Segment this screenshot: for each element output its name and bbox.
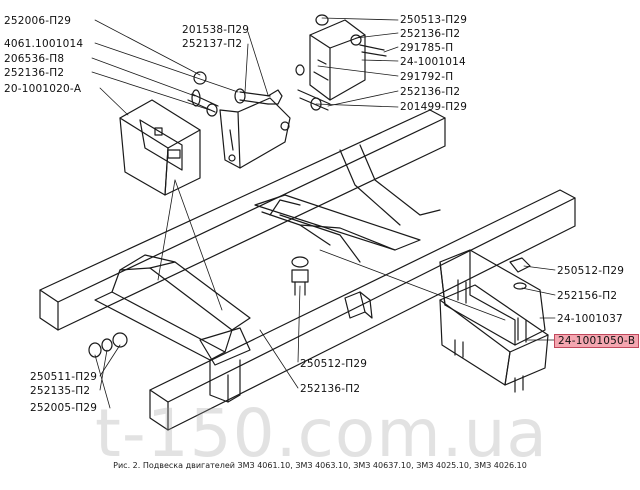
label-part-22: 250512-П29 — [300, 358, 368, 370]
label-part-2: 4061.1001014 — [4, 38, 84, 50]
label-part-16: 252156-П2 — [557, 290, 618, 302]
label-part-17: 24-1001037 — [557, 313, 623, 325]
label-part-1: 252006-П29 — [4, 15, 72, 27]
frame-bracket-small — [344, 291, 373, 319]
label-part-12: 291792-П — [400, 71, 454, 83]
right-upper-bracket — [295, 14, 387, 111]
figure-caption: Рис. 2. Подвеска двигателей ЗМЗ 4061.10,… — [113, 461, 527, 470]
label-part-13: 252136-П2 — [400, 86, 461, 98]
label-part-11: 24-1001014 — [400, 56, 466, 68]
frame-side-member-left — [39, 109, 446, 331]
label-part-21: 252005-П29 — [30, 402, 98, 414]
label-part-18-highlighted: 24-1001050-В — [554, 334, 640, 348]
label-part-20: 252135-П2 — [30, 385, 91, 397]
label-part-7: 252137-П2 — [182, 38, 243, 50]
center-washer-set — [291, 256, 309, 296]
label-part-5: 20-1001020-А — [4, 83, 82, 95]
label-part-3: 206536-П8 — [4, 53, 65, 65]
label-part-14: 201499-П29 — [400, 101, 468, 113]
label-part-6: 201538-П29 — [182, 24, 250, 36]
label-part-15: 250512-П29 — [557, 265, 625, 277]
watermark: t-150.com.ua — [95, 395, 548, 472]
left-mount-cushion — [119, 99, 201, 196]
left-bracket — [219, 97, 291, 169]
label-part-9: 252136-П2 — [400, 28, 461, 40]
left-lower-washer-set — [88, 332, 128, 358]
label-part-19: 250511-П29 — [30, 371, 98, 383]
rear-cross-member — [254, 144, 441, 263]
left-bolt-set — [187, 71, 283, 117]
label-part-8: 250513-П29 — [400, 14, 468, 26]
front-cross-member — [94, 254, 251, 403]
label-part-23: 252136-П2 — [300, 383, 361, 395]
right-mount-cushion — [439, 279, 549, 393]
leader-lines — [91, 17, 556, 409]
frame-side-member-right — [149, 189, 576, 431]
label-part-10: 291785-П — [400, 42, 454, 54]
label-part-4: 252136-П2 — [4, 67, 65, 79]
